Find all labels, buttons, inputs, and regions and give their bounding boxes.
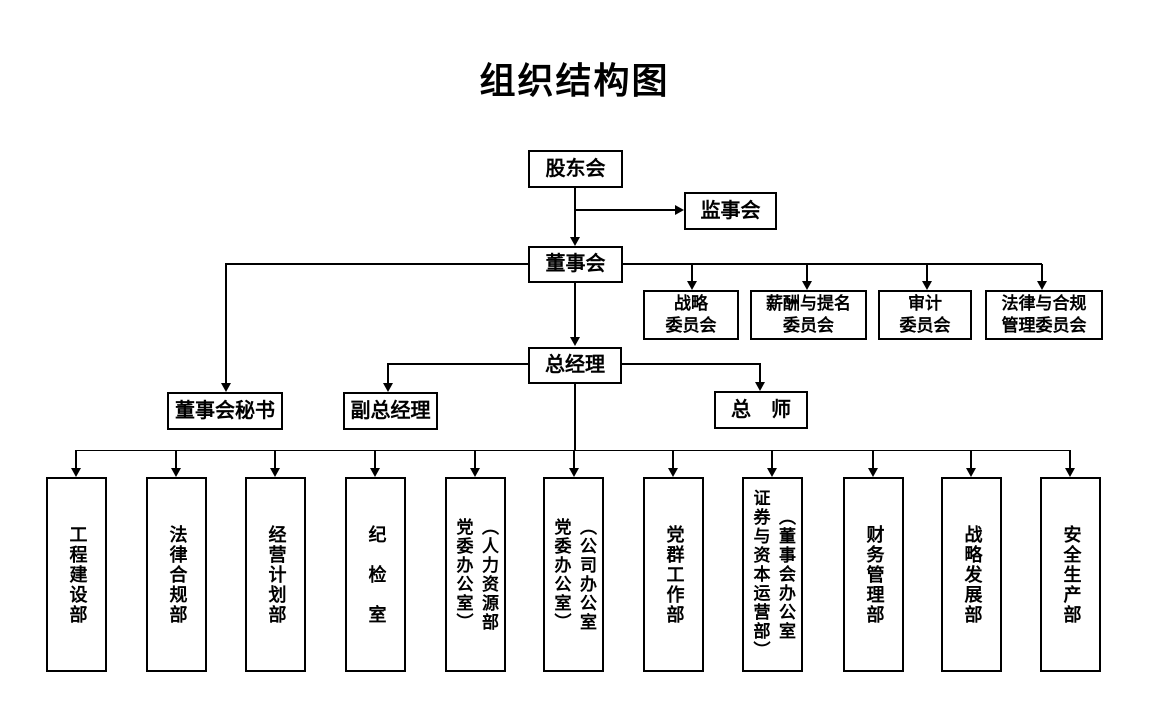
connector-line — [374, 450, 376, 468]
page-title: 组织结构图 — [479, 60, 670, 101]
arrowhead-down-icon — [569, 468, 579, 477]
node-chief-engineer: 总 师 — [714, 391, 808, 429]
arrowhead-right-icon — [675, 205, 684, 215]
arrowhead-down-icon — [868, 468, 878, 477]
connector-line — [225, 264, 227, 383]
arrowhead-down-icon — [687, 281, 697, 290]
connector-line — [574, 188, 576, 237]
arrowhead-down-icon — [171, 468, 181, 477]
node-party-committee-office-company: （公司办公室 党委办公室） — [543, 477, 604, 672]
node-shareholders: 股东会 — [528, 150, 623, 188]
node-dept-legal-compliance: 法律合规部 — [146, 477, 207, 672]
connector-line — [672, 450, 674, 468]
connector-line — [387, 363, 529, 365]
connector-line — [759, 364, 761, 382]
arrowhead-down-icon — [570, 337, 580, 346]
arrowhead-down-icon — [668, 468, 678, 477]
connector-line — [622, 263, 1042, 265]
node-dept-securities-capital-operation: （董事会办公室 证券与资本运营部） — [742, 477, 803, 672]
connector-line — [622, 363, 761, 365]
connector-line — [175, 450, 177, 468]
arrowhead-down-icon — [1037, 281, 1047, 290]
arrowhead-down-icon — [966, 468, 976, 477]
node-dept-operation-planning: 经营计划部 — [245, 477, 306, 672]
node-board-of-directors: 董事会 — [528, 246, 623, 283]
arrowhead-down-icon — [922, 281, 932, 290]
node-deputy-general-manager: 副总经理 — [343, 392, 438, 430]
connector-line — [474, 450, 476, 468]
node-legal-compliance-committee: 法律与合规 管理委员会 — [985, 290, 1103, 340]
node-dept-strategy-development: 战略发展部 — [941, 477, 1002, 672]
node-audit-committee: 审计 委员会 — [878, 290, 972, 340]
connector-line — [872, 450, 874, 468]
connector-line — [574, 384, 576, 451]
node-dept-party-mass-work: 党群工作部 — [643, 477, 704, 672]
arrowhead-down-icon — [270, 468, 280, 477]
arrowhead-down-icon — [755, 382, 765, 391]
node-supervisory-board: 监事会 — [684, 192, 777, 230]
connector-line — [225, 263, 529, 265]
node-dept-finance-management: 财务管理部 — [843, 477, 904, 672]
arrowhead-down-icon — [1065, 468, 1075, 477]
connector-line — [806, 264, 808, 281]
node-general-manager: 总经理 — [528, 347, 622, 384]
arrowhead-down-icon — [370, 468, 380, 477]
arrowhead-down-icon — [802, 281, 812, 290]
arrowhead-down-icon — [383, 383, 393, 392]
connector-line — [274, 450, 276, 468]
connector-line — [691, 264, 693, 281]
connector-line — [926, 264, 928, 281]
arrowhead-down-icon — [71, 468, 81, 477]
connector-line — [970, 450, 972, 468]
node-remuneration-nomination-committee: 薪酬与提名 委员会 — [750, 290, 867, 340]
arrowhead-down-icon — [221, 383, 231, 392]
connector-line — [573, 450, 575, 468]
connector-line — [1041, 264, 1043, 281]
arrowhead-down-icon — [570, 237, 580, 246]
node-discipline-inspection-office: 纪 检 室 — [345, 477, 406, 672]
node-board-secretary: 董事会秘书 — [167, 392, 283, 430]
arrowhead-down-icon — [470, 468, 480, 477]
node-dept-safety-production: 安全生产部 — [1040, 477, 1101, 672]
arrowhead-down-icon — [767, 468, 777, 477]
connector-line — [574, 209, 675, 211]
connector-line — [387, 364, 389, 383]
connector-line — [1069, 450, 1071, 468]
connector-line — [75, 450, 77, 468]
node-party-committee-office-hr: （人力资源部 党委办公室） — [445, 477, 506, 672]
connector-line — [574, 283, 576, 337]
node-dept-engineering-construction: 工程建设部 — [46, 477, 107, 672]
node-strategy-committee: 战略 委员会 — [643, 290, 739, 340]
connector-line — [771, 450, 773, 468]
